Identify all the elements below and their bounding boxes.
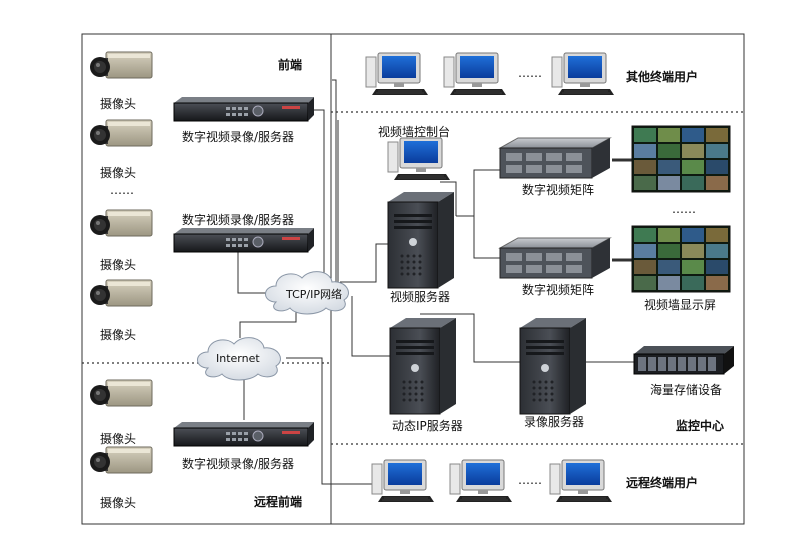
video-wall-ellipsis: …… <box>672 202 696 216</box>
dvr-label: 数字视频录像/服务器 <box>182 130 295 144</box>
matrix-label: 数字视频矩阵 <box>522 183 595 197</box>
video-wall-label: 视频墙显示屏 <box>644 298 717 312</box>
tcpip-network-label: TCP/IP网络 <box>286 288 342 301</box>
other-user-pc-2 <box>443 52 507 96</box>
region-remote-front-end-title: 远程前端 <box>254 495 303 509</box>
video-server-label: 视频服务器 <box>390 290 451 304</box>
region-other-users-title: 其他终端用户 <box>626 70 699 84</box>
remote-user-pc-2 <box>449 459 513 503</box>
remote-users-ellipsis: …… <box>518 473 542 487</box>
region-monitoring-center-title: 监控中心 <box>676 419 725 433</box>
video-wall-control-pc <box>387 137 451 181</box>
video-server <box>387 191 455 289</box>
camera-label: 摄像头 <box>100 496 137 510</box>
diagram-frame <box>81 33 745 525</box>
camera-4 <box>89 279 153 307</box>
dvr-2 <box>173 227 315 253</box>
dvr-3 <box>173 421 315 447</box>
internet-label: Internet <box>216 352 260 365</box>
camera-2 <box>89 119 153 147</box>
camera-3 <box>89 209 153 237</box>
other-user-pc-1 <box>365 52 429 96</box>
region-remote-users-title: 远程终端用户 <box>626 476 699 490</box>
dvr-label: 数字视频录像/服务器 <box>182 457 295 471</box>
camera-label: 摄像头 <box>100 97 137 111</box>
recording-server <box>519 317 587 415</box>
storage-device <box>633 345 735 375</box>
matrix-label: 数字视频矩阵 <box>522 283 595 297</box>
camera-label: 摄像头 <box>100 258 137 272</box>
remote-user-pc-3 <box>549 459 613 503</box>
dynamic-ip-server-label: 动态IP服务器 <box>392 419 463 433</box>
matrix-1 <box>499 137 611 179</box>
other-users-ellipsis: …… <box>518 66 542 80</box>
matrix-2 <box>499 237 611 279</box>
region-separators <box>82 111 744 445</box>
camera-6 <box>89 446 153 474</box>
dvr-1 <box>173 96 315 122</box>
other-user-pc-3 <box>551 52 615 96</box>
recording-server-label: 录像服务器 <box>524 415 585 429</box>
remote-user-pc-1 <box>371 459 435 503</box>
dynamic-ip-server <box>389 317 457 415</box>
video-wall-2 <box>631 225 731 293</box>
connections <box>237 79 634 485</box>
video-wall-console-label: 视频墙控制台 <box>378 125 451 139</box>
camera-5 <box>89 379 153 407</box>
region-front-end-title: 前端 <box>278 58 303 72</box>
camera-label: 摄像头 <box>100 328 137 342</box>
camera-1 <box>89 51 153 79</box>
camera-label: 摄像头 <box>100 432 137 446</box>
camera-label: 摄像头 <box>100 166 137 180</box>
dvr-label: 数字视频录像/服务器 <box>182 213 295 227</box>
camera-ellipsis: …… <box>110 183 134 197</box>
storage-label: 海量存储设备 <box>650 383 723 397</box>
video-wall-1 <box>631 125 731 193</box>
